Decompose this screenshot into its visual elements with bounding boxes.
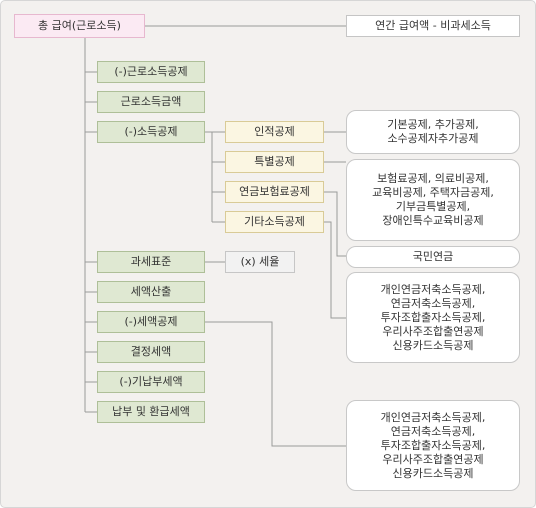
other-detail-line — [324, 221, 346, 319]
detail-other: 개인연금저축소득공제, 연금저축소득공제, 투자조합출자소득공제, 우리사주조합… — [346, 272, 520, 363]
formula-box: 연간 급여액 - 비과세소득 — [346, 15, 520, 37]
main-branch-lines — [85, 71, 97, 413]
deduction-other: 기타소득공제 — [225, 211, 324, 233]
deduction-pension-insurance: 연금보험료공제 — [225, 181, 324, 203]
deduction-personal: 인적공제 — [225, 121, 324, 143]
step-tax-credit: (-)세액공제 — [97, 311, 205, 333]
step-calculated-tax: 세액산출 — [97, 281, 205, 303]
tax-rate-box: (x) 세율 — [225, 251, 295, 273]
detail-pension: 국민연금 — [346, 246, 520, 268]
detail-tax-credit: 개인연금저축소득공제, 연금저축소득공제, 투자조합출자소득공제, 우리사주조합… — [346, 400, 520, 491]
pension-detail-line — [324, 191, 346, 257]
deduction-sub-lines — [211, 132, 225, 223]
detail-special: 보험료공제, 의료비공제, 교육비공제, 주택자금공제, 기부금특별공제, 장애… — [346, 159, 520, 241]
step-determined-tax: 결정세액 — [97, 341, 205, 363]
step-payment-or-refund: 납부 및 환급세액 — [97, 401, 205, 423]
step-earned-income-deduction: (-)근로소득공제 — [97, 61, 205, 83]
credit-detail-line — [205, 321, 346, 447]
step-income-deduction: (-)소득공제 — [97, 121, 205, 143]
total-salary-box: 총 급여(근로소득) — [14, 14, 145, 38]
detail-personal: 기본공제, 추가공제, 소수공제자추가공제 — [346, 110, 520, 154]
deduction-special: 특별공제 — [225, 151, 324, 173]
step-earned-income-amount: 근로소득금액 — [97, 91, 205, 113]
step-tax-base: 과세표준 — [97, 251, 205, 273]
step-prepaid-tax: (-)기납부세액 — [97, 371, 205, 393]
